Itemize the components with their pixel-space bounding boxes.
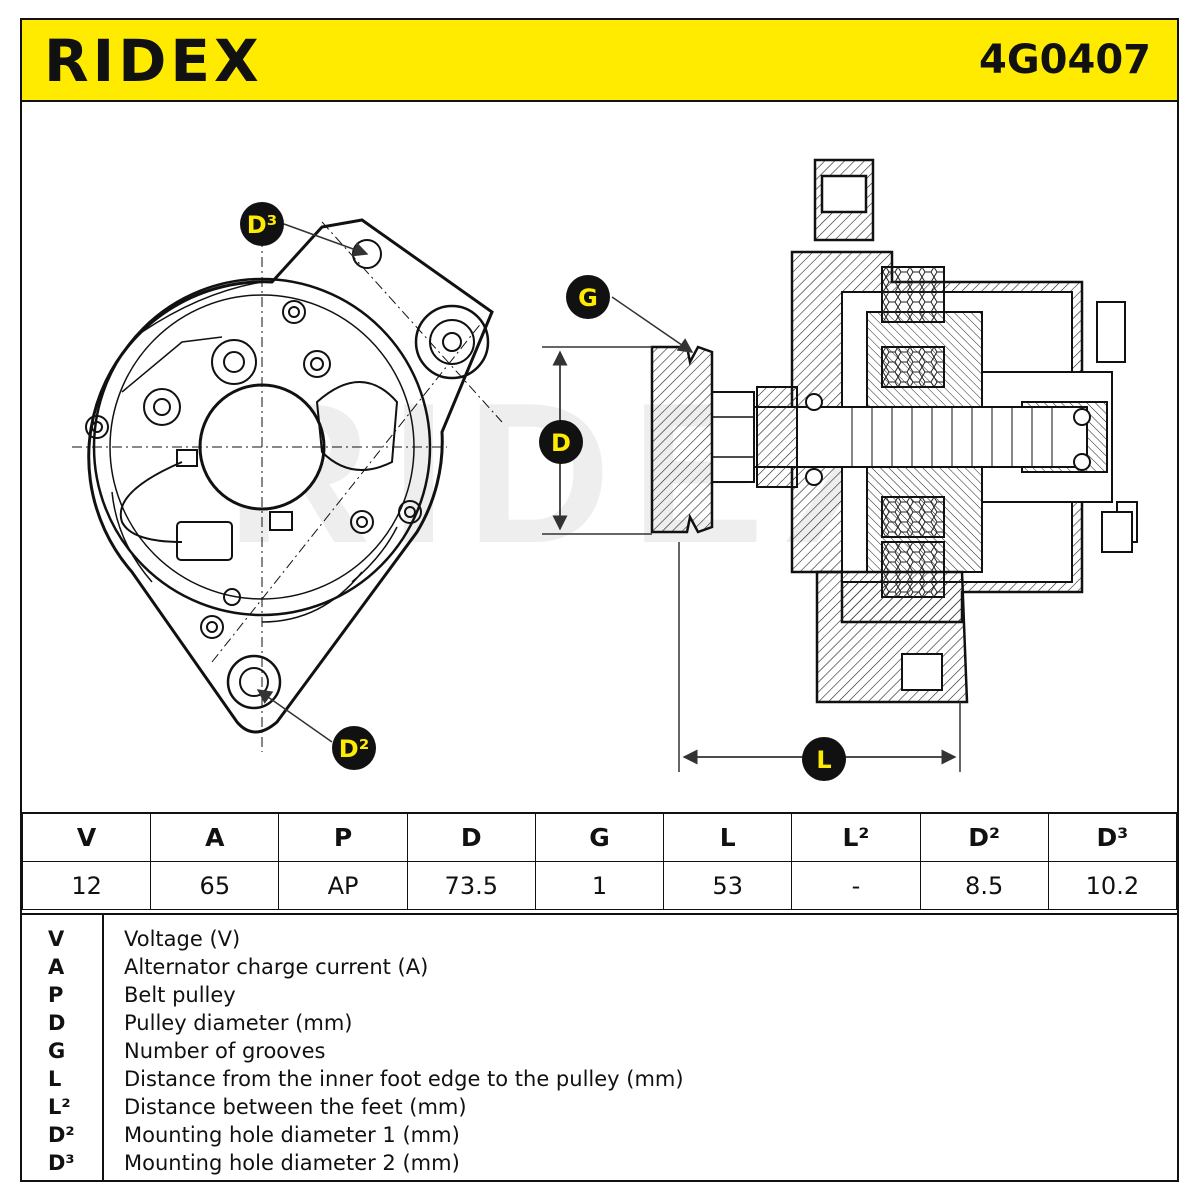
legend-text: Belt pulley	[124, 983, 236, 1007]
legend: V Voltage (V) A Alternator charge curren…	[22, 913, 1177, 1182]
legend-text: Mounting hole diameter 1 (mm)	[124, 1123, 460, 1147]
legend-key: D	[48, 1011, 66, 1035]
part-number: 4G0407	[979, 37, 1151, 83]
legend-row: P Belt pulley	[22, 983, 1177, 1011]
badge-g: G	[566, 275, 610, 319]
svg-text:D³: D³	[247, 211, 277, 239]
spec-value: 10.2	[1047, 861, 1178, 910]
spec-table: V A P D G L L² D² D³ 12 65 AP 73.5 1 53 …	[21, 812, 1178, 910]
badge-d3: D³	[240, 202, 284, 246]
svg-text:L: L	[816, 746, 831, 774]
svg-text:D²: D²	[339, 735, 369, 763]
spec-header: L²	[791, 812, 921, 862]
spec-header: A	[150, 812, 280, 862]
legend-key: G	[48, 1039, 66, 1063]
spec-value: 53	[663, 861, 793, 910]
spec-header-row: V A P D G L L² D² D³	[21, 812, 1178, 862]
legend-row: G Number of grooves	[22, 1039, 1177, 1067]
spec-value: -	[791, 861, 921, 910]
legend-row: D Pulley diameter (mm)	[22, 1011, 1177, 1039]
legend-text: Pulley diameter (mm)	[124, 1011, 353, 1035]
legend-text: Alternator charge current (A)	[124, 955, 429, 979]
legend-key: L	[48, 1067, 62, 1091]
spec-header: V	[21, 812, 152, 862]
legend-text: Number of grooves	[124, 1039, 326, 1063]
legend-key: L²	[48, 1095, 71, 1119]
badge-d: D	[539, 420, 583, 464]
legend-text: Distance between the feet (mm)	[124, 1095, 467, 1119]
spec-value: 73.5	[406, 861, 536, 910]
legend-row: D² Mounting hole diameter 1 (mm)	[22, 1123, 1177, 1151]
legend-row: A Alternator charge current (A)	[22, 955, 1177, 983]
legend-key: D²	[48, 1123, 75, 1147]
svg-text:G: G	[578, 284, 598, 312]
brand-logo: RIDEX	[44, 27, 263, 95]
spec-header: D³	[1047, 812, 1178, 862]
legend-key: V	[48, 927, 65, 951]
spec-value: 65	[150, 861, 280, 910]
spec-header: D²	[919, 812, 1049, 862]
spec-header: G	[534, 812, 665, 862]
alternator-technical-drawing: RIDEX	[72, 158, 1138, 781]
svg-text:D: D	[551, 429, 571, 457]
spec-value: AP	[278, 861, 408, 910]
header-bar: RIDEX 4G0407	[22, 20, 1177, 102]
legend-row: D³ Mounting hole diameter 2 (mm)	[22, 1151, 1177, 1179]
badge-l: L	[802, 737, 846, 781]
legend-text: Voltage (V)	[124, 927, 241, 951]
legend-key: D³	[48, 1151, 75, 1175]
spec-value: 8.5	[919, 861, 1049, 910]
spec-value-row: 12 65 AP 73.5 1 53 - 8.5 10.2	[21, 861, 1178, 910]
product-sheet: RIDEX 4G0407 RIDEX	[20, 18, 1179, 1182]
section-view	[650, 158, 1138, 704]
spec-value: 1	[534, 861, 665, 910]
spec-value: 12	[21, 861, 152, 910]
spec-header: D	[406, 812, 536, 862]
legend-row: L Distance from the inner foot edge to t…	[22, 1067, 1177, 1095]
front-view	[72, 218, 503, 752]
legend-divider	[102, 915, 104, 1182]
legend-text: Distance from the inner foot edge to the…	[124, 1067, 684, 1091]
legend-key: P	[48, 983, 64, 1007]
spec-header: L	[663, 812, 793, 862]
legend-row: V Voltage (V)	[22, 927, 1177, 955]
legend-text: Mounting hole diameter 2 (mm)	[124, 1151, 460, 1175]
badge-d2: D²	[332, 726, 376, 770]
legend-key: A	[48, 955, 65, 979]
legend-row: L² Distance between the feet (mm)	[22, 1095, 1177, 1123]
spec-header: P	[278, 812, 408, 862]
